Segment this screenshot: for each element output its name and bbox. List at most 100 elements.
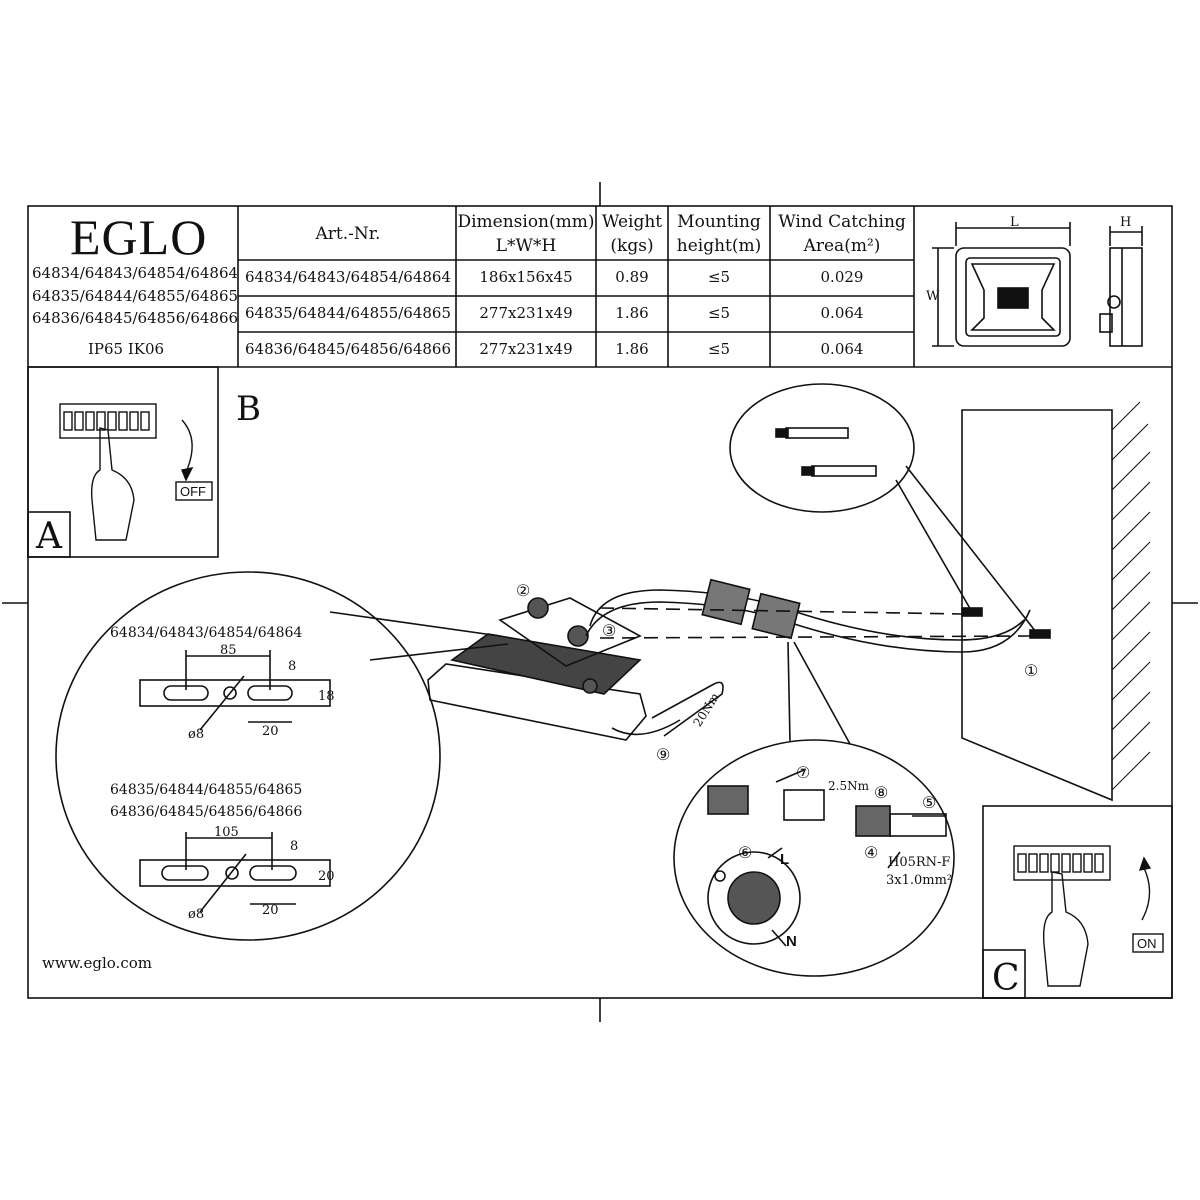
panel-b-letter: B (236, 389, 261, 429)
header-wind-l1: Wind Catching (778, 212, 906, 232)
dim-label-l: L (1010, 215, 1019, 230)
header-dimension-l2: L*W*H (495, 236, 557, 256)
screw-head-icon (801, 466, 815, 476)
slot-icon (161, 865, 209, 881)
cable-sheath (889, 813, 947, 837)
step-9: ⑨ (656, 745, 670, 764)
row1-weight: 0.89 (615, 268, 649, 286)
dim-8: 8 (288, 659, 296, 674)
dowel-bubble (729, 383, 915, 513)
bracket-large-codes-1: 64835/64844/64855/64865 (110, 782, 302, 798)
dim-85: 85 (220, 643, 237, 658)
off-label: OFF (180, 484, 206, 499)
step-8: ⑧ (874, 783, 888, 802)
header-mounting-l2: height(m) (676, 236, 762, 256)
arrow-line (775, 769, 805, 783)
hand-icon (90, 427, 135, 541)
hole-icon (225, 866, 239, 880)
row2-dimension: 277x231x49 (479, 304, 573, 322)
wall-screw-icon (961, 607, 983, 617)
panel-c-letter-box (982, 949, 1026, 999)
dowel-detail (729, 383, 1051, 639)
cable-type: H05RN-F (888, 855, 950, 870)
connector-body (701, 578, 751, 626)
heatsink-icon (450, 633, 642, 695)
led-chip (997, 287, 1029, 309)
front-view-lens (970, 263, 1056, 331)
power-cable (589, 589, 1025, 641)
header-mounting: Mounting height(m) (668, 210, 770, 258)
connector-bubble (673, 739, 955, 977)
hand-icon (1042, 871, 1089, 987)
bracket-large (139, 859, 331, 887)
terminal-face (707, 851, 801, 945)
floodlight-assembly (427, 578, 1031, 741)
step-1: ① (1024, 661, 1038, 680)
step-7: ⑦ (796, 763, 810, 782)
dim-20-height: 20 (318, 869, 335, 884)
hole-icon (223, 686, 237, 700)
header-wind-area: Wind Catching Area(m²) (770, 210, 914, 258)
row2-area: 0.064 (820, 304, 864, 322)
rotate-arrow-icon (611, 719, 681, 736)
step-4: ④ (864, 843, 878, 862)
slot-icon (249, 865, 297, 881)
header-dimension-l1: Dimension(mm) (457, 212, 595, 232)
drill-guide-line (599, 635, 1031, 639)
dim-18: 18 (318, 689, 335, 704)
row2-weight: 1.86 (615, 304, 649, 322)
rotate-arrow-icon (1141, 867, 1151, 921)
header-mounting-l1: Mounting (677, 212, 761, 232)
lamp-body (427, 663, 647, 741)
header-art-nr: Art.-Nr. (315, 224, 381, 244)
brand-logo: EGLO (70, 209, 208, 265)
dimension-figure (932, 222, 1143, 347)
connector-sleeve (783, 789, 825, 821)
dim-20: 20 (262, 903, 279, 918)
dim-105: 105 (214, 825, 239, 840)
bolt-icon (567, 625, 589, 647)
dim-line (199, 675, 245, 731)
step-3: ③ (602, 621, 616, 640)
bracket-bubble (55, 571, 441, 941)
bracket-small (139, 679, 331, 707)
row1-area: 0.029 (820, 268, 864, 286)
screw-head-icon (775, 428, 789, 438)
brand-code-line: 64834/64843/64854/64864 (32, 264, 239, 282)
row1-dimension: 186x156x45 (479, 268, 573, 286)
wall-face (961, 409, 1113, 802)
switch-slots (1017, 853, 1104, 873)
wall-hatching (1111, 401, 1151, 791)
front-view-inner (965, 257, 1061, 337)
row3-area: 0.064 (820, 340, 864, 358)
off-label-box (175, 481, 213, 501)
earth-icon (714, 870, 726, 882)
connector-body (751, 592, 801, 640)
screw-anchor-icon (811, 465, 877, 477)
rotate-arrow-icon (181, 419, 193, 473)
panel-a-frame (27, 366, 219, 558)
header-dimension: Dimension(mm) L*W*H (456, 210, 596, 258)
row3-art: 64836/64845/64856/64866 (244, 340, 452, 358)
row2-height: ≤5 (707, 304, 731, 322)
wall-screw-icon (1029, 629, 1051, 639)
header-weight-l1: Weight (601, 212, 663, 232)
dim-line (199, 853, 247, 913)
switch-block (59, 403, 157, 439)
screw-anchor-icon (785, 427, 849, 439)
step-2: ② (516, 581, 530, 600)
side-view-body (1109, 247, 1143, 347)
leader-line (895, 479, 973, 613)
row3-weight: 1.86 (615, 340, 649, 358)
leader-line (771, 929, 787, 947)
wall (961, 401, 1151, 802)
row1-art: 64834/64843/64854/64864 (244, 268, 452, 286)
cable-section: 3x1.0mm² (886, 873, 952, 888)
leader-line (787, 641, 791, 743)
bracket-small-codes: 64834/64843/64854/64864 (110, 625, 302, 641)
row3-height: ≤5 (707, 340, 731, 358)
brand-code-line: 64836/64845/64856/64866 (32, 309, 239, 327)
sheet-frame (27, 205, 1173, 999)
